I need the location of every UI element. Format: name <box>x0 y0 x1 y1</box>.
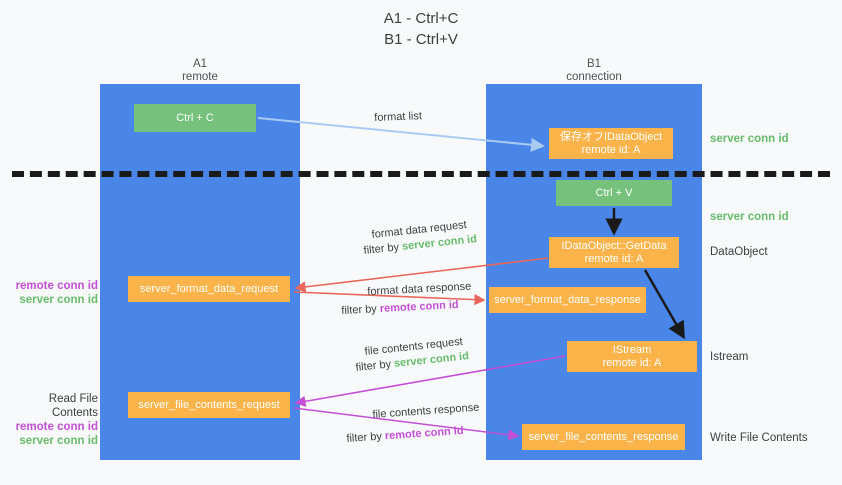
node-server-format-data-request[interactable]: server_format_data_request <box>128 276 290 302</box>
column-header-a1: A1 remote <box>100 58 300 84</box>
page-title: A1 - Ctrl+C B1 - Ctrl+V <box>383 10 459 48</box>
node-idataobject[interactable]: 保存オフIDataObject remote id: A <box>549 128 673 159</box>
note-istream: Istream <box>710 351 749 363</box>
note-write-file-contents: Write File Contents <box>710 432 808 444</box>
filter-prefix: filter by <box>341 302 381 317</box>
filter-prefix: filter by <box>363 240 403 257</box>
node-idataobject-getdata[interactable]: IDataObject::GetData remote id: A <box>549 237 679 268</box>
dashed-divider <box>12 171 830 177</box>
arrow-file-contents-request <box>294 355 566 407</box>
filter-prefix: filter by <box>355 357 395 374</box>
arrow-file-contents-response <box>293 407 520 441</box>
note-server-conn-id-top: server conn id <box>710 133 789 145</box>
note-format-server-conn-id: server conn id <box>19 294 98 306</box>
arrow-format-list <box>257 117 545 152</box>
column-b1-name: B1 <box>586 58 602 70</box>
node-istream[interactable]: IStream remote id: A <box>567 341 697 372</box>
edge-label-format-list: format list <box>374 110 423 124</box>
column-header-b1: B1 connection <box>486 58 702 84</box>
node-ctrl-v[interactable]: Ctrl + V <box>556 180 672 206</box>
node-ctrl-c[interactable]: Ctrl + C <box>134 104 256 132</box>
node-server-file-contents-response[interactable]: server_file_contents_response <box>522 424 685 450</box>
note-server-conn-id-mid: server conn id <box>710 211 789 223</box>
arrow-getdata-to-istream <box>643 269 685 340</box>
note-format-remote-conn-id: remote conn id <box>15 280 98 292</box>
arrow-format-data-request <box>294 257 549 293</box>
note-file-conn-ids: Read File Contents remote conn id server… <box>2 392 98 448</box>
column-a1-sub: remote <box>182 71 218 83</box>
note-file-remote-conn-id: remote conn id <box>15 421 98 433</box>
note-format-conn-ids: remote conn id server conn id <box>2 279 98 307</box>
note-read-file-contents: Read File Contents <box>48 393 98 419</box>
node-server-file-contents-request[interactable]: server_file_contents_request <box>128 392 290 418</box>
note-file-server-conn-id: server conn id <box>19 435 98 447</box>
column-b1-sub: connection <box>566 71 622 83</box>
column-a1-name: A1 <box>192 58 208 70</box>
filter-prefix: filter by <box>346 430 386 445</box>
node-server-format-data-response[interactable]: server_format_data_response <box>489 287 646 313</box>
arrow-format-data-response <box>293 291 486 306</box>
note-dataobject: DataObject <box>710 246 768 258</box>
